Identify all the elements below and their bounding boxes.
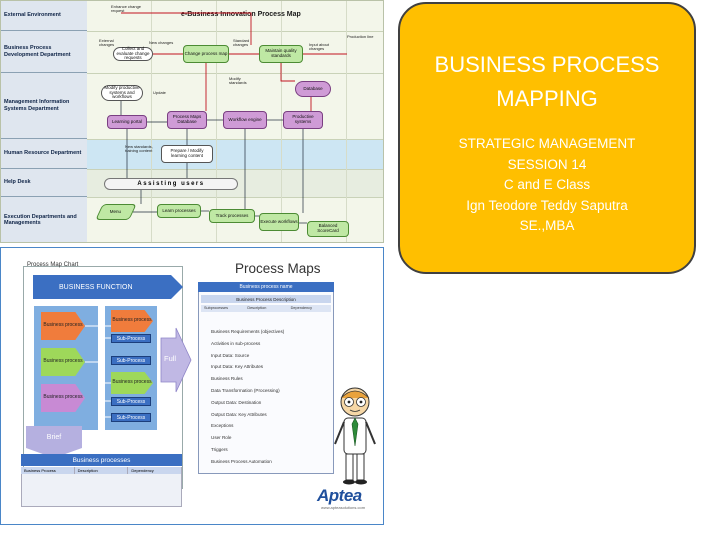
execute-workflows-box: Execute workflows <box>259 213 299 231</box>
doc-columns: Subprocesses Description Dependency <box>201 305 331 312</box>
lane-header-column <box>1 1 87 242</box>
lane-external: External Environment <box>1 1 87 31</box>
cartoon-consultant-icon <box>334 387 376 485</box>
productive-systems-box: Productive systems <box>283 111 323 129</box>
note-enhance: Enhance change request <box>111 4 142 14</box>
doc-item: Input Data: Key Attributes <box>211 364 264 370</box>
process-maps-image: Process Map Chart Process Maps BUSINESS … <box>0 247 384 525</box>
business-process-shape-1: Business process <box>41 312 85 340</box>
doc-col-description: Description <box>247 306 267 310</box>
aptea-url: www.apteasolutions.com <box>321 505 366 510</box>
process-maps-title: Process Maps <box>235 261 321 276</box>
business-processes-columns: Business Process Description Dependency <box>21 467 183 474</box>
lane-helpdesk: Help Desk <box>1 169 87 197</box>
doc-item: Input Data: Source <box>211 352 250 358</box>
doc-item: Triggers <box>211 446 228 452</box>
learning-portal-box: Learning portal <box>107 115 147 129</box>
business-function-bar: BUSINESS FUNCTION <box>33 275 171 299</box>
lane-hr: Human Resource Department <box>1 139 87 169</box>
subtitle-line-5: SE.,MBA <box>519 218 575 234</box>
hr-band <box>87 139 383 169</box>
business-process-shape-2: Business process <box>41 348 85 376</box>
doc-item: Activities in sub-process <box>211 340 261 346</box>
map1-title: e-Business Innovation Process Map <box>181 11 301 18</box>
subtitle-line-4: Ign Teodore Teddy Saputra <box>466 197 628 213</box>
title-line-2: MAPPING <box>496 86 598 112</box>
note-new-changes: New changes <box>149 40 174 45</box>
doc-item: Output Data: Destination <box>211 399 262 405</box>
doc-col-dependency: Dependency <box>290 306 312 310</box>
doc-business-process-description: Business Process Description <box>201 295 331 303</box>
workflow-engine-box: Workflow engine <box>223 111 267 129</box>
learn-processes-box: Learn processes <box>157 204 201 218</box>
doc-item-list: Business Requirements (objectives) Activ… <box>211 326 284 468</box>
doc-item: Business Requirements (objectives) <box>211 329 285 334</box>
balanced-scorecard-box: Balanced ScoreCard <box>307 221 349 237</box>
note-production: Production line <box>347 34 374 39</box>
sub-business-process-2: Business process <box>111 372 153 394</box>
doc-item: User Role <box>211 435 232 441</box>
connector-lines <box>120 12 347 224</box>
database-box: Database <box>295 81 331 97</box>
doc-item: Business Process Automation <box>211 458 272 464</box>
doc-item: Data Transformation (Processing) <box>211 387 280 393</box>
presentation-subtitle: STRATEGIC MANAGEMENT SESSION 14 C and E … <box>400 134 694 237</box>
column-connectors <box>85 325 192 418</box>
business-processes-header: Business processes <box>21 454 182 466</box>
note-modify-standards: Modify standards <box>229 76 247 86</box>
note-standard-changes: Standard changes <box>233 38 250 48</box>
bp-col-dependency: Dependency <box>128 467 183 474</box>
sub-process-2: Sub-Process <box>111 356 151 365</box>
sub-process-3: Sub-Process <box>111 397 151 406</box>
business-function-arrow <box>171 275 183 299</box>
doc-item: Exceptions <box>211 423 234 429</box>
title-card: BUSINESS PROCESS MAPPING STRATEGIC MANAG… <box>398 2 696 274</box>
change-process-map-box: Change process map <box>183 45 229 63</box>
sub-process-1: Sub-Process <box>111 334 151 343</box>
presentation-title: BUSINESS PROCESS MAPPING <box>400 48 694 116</box>
assisting-users-bar: Assisting users <box>104 178 238 190</box>
lane-bpd: Business Process Development Department <box>1 31 87 73</box>
sub-process-4: Sub-Process <box>111 413 151 422</box>
subtitle-line-2: SESSION 14 <box>507 156 587 172</box>
bp-col-process: Business Process <box>21 467 75 474</box>
process-maps-db-box: Process Maps Database <box>167 111 207 129</box>
doc-business-process-name: Business process name <box>198 282 334 292</box>
note-update: Update <box>153 90 166 95</box>
aptea-logo: Aptea <box>317 486 362 505</box>
title-line-1: BUSINESS PROCESS <box>434 52 660 77</box>
subtitle-line-1: STRATEGIC MANAGEMENT <box>458 136 636 152</box>
e-business-process-map-image: External Environment Business Process De… <box>0 0 384 243</box>
doc-item: Output Data: Key Attributes <box>211 411 267 417</box>
prepare-content-box: Prepare / Modify learning content <box>161 145 213 163</box>
lane-mis: Management Information Systems Departmen… <box>1 73 87 139</box>
modify-productive-box: Modify productive systems and workflows <box>101 85 143 101</box>
process-document <box>198 282 334 474</box>
note-input: Input about changes <box>309 42 330 52</box>
track-processes-box: Track processes <box>209 209 255 223</box>
note-external: External changes <box>99 38 115 48</box>
note-new-standards: New standards, training content <box>125 144 153 154</box>
doc-col-subprocesses: Subprocesses <box>204 306 229 310</box>
brief-arrow-tip <box>26 448 82 458</box>
lane-execution: Execution Departments and Managements <box>1 197 87 242</box>
bp-col-description: Description <box>75 467 129 474</box>
process-map-chart-label: Process Map Chart <box>27 262 79 268</box>
doc-item: Business Rules <box>211 376 243 382</box>
collect-requests-box: Collect and evaluate change requests <box>113 46 153 61</box>
business-process-shape-3: Business process <box>41 384 85 412</box>
brief-arrow-body: Brief <box>26 426 82 448</box>
full-label: Full <box>164 354 177 363</box>
maintain-quality-box: Maintain quality standards <box>259 45 303 63</box>
subtitle-line-3: C and E Class <box>503 177 591 193</box>
sub-business-process-1: Business process <box>111 310 153 332</box>
